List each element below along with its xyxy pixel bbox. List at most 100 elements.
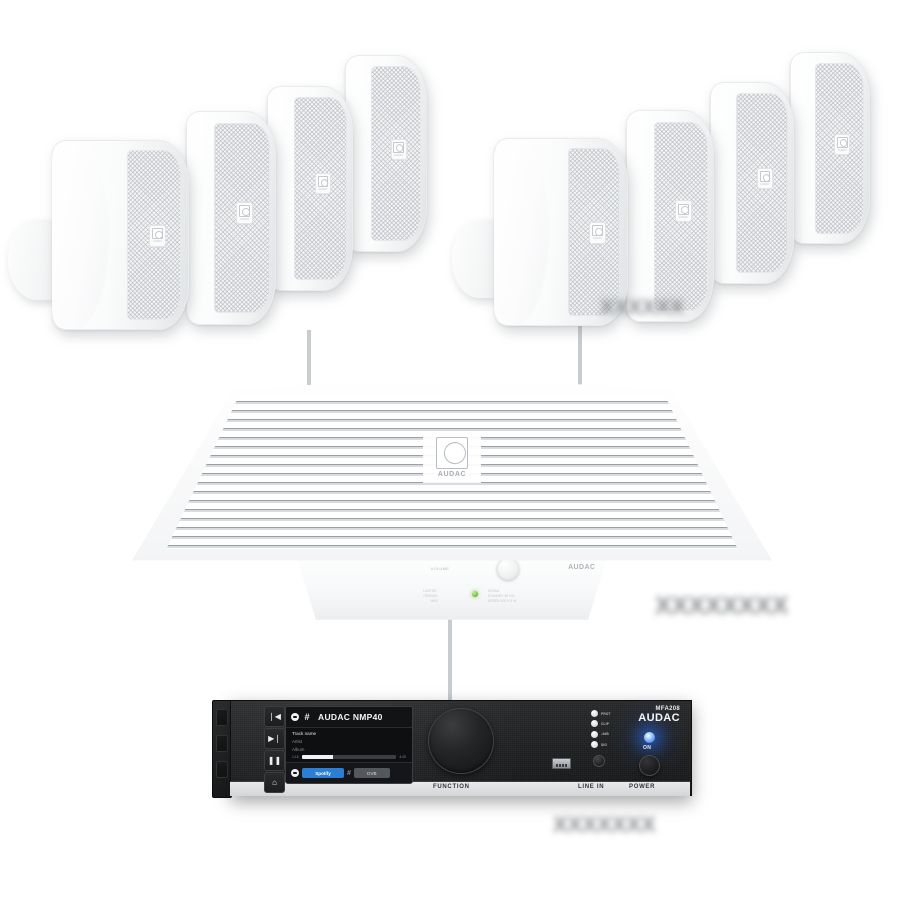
- sig-label: SIG: [601, 742, 608, 747]
- horn-text-standby: STANDBY 48 V/A: [487, 594, 515, 599]
- speaker-badge: AUDAC: [391, 139, 406, 159]
- audac-logo-icon: [152, 227, 164, 240]
- audac-logo-icon: [239, 205, 251, 217]
- speaker-badge: AUDAC: [237, 203, 253, 224]
- speaker-badge: AUDAC: [835, 134, 850, 154]
- time-elapsed: 1:16: [292, 754, 299, 759]
- next-track-button[interactable]: ▶❘: [264, 728, 285, 749]
- status-led-column: PROT CLIP -3dB SIG: [591, 710, 611, 749]
- speaker-badge: AUDAC: [315, 174, 330, 194]
- wall-speaker: AUDAC: [267, 86, 353, 291]
- speaker-group-right: AUDAC AUDAC AUDAC AU: [450, 30, 900, 360]
- source-icon: [291, 712, 299, 721]
- prot-led: [591, 710, 598, 717]
- amplifier-caption: XXXXXXX: [553, 812, 656, 837]
- speaker-cabinet-curve: [52, 141, 109, 329]
- function-knob[interactable]: [428, 708, 494, 774]
- horn-text-limiter: LIMITER: [423, 589, 437, 594]
- volume-knob[interactable]: [496, 557, 519, 580]
- source-chip-secondary[interactable]: DVB: [353, 768, 390, 779]
- horn-text-green: GREEN 100 V 6 W: [487, 599, 517, 604]
- wall-speaker: AUDAC: [626, 110, 714, 322]
- media-player-screen[interactable]: # AUDAC NMP40 Track name Artist Album 1:…: [285, 706, 413, 784]
- wall-speaker: AUDAC: [710, 82, 794, 284]
- progress-bar[interactable]: [301, 754, 397, 759]
- horn-speaker: VOLUME XXXXXX AUDAC LIMITER ORANGE MAX S…: [132, 380, 772, 620]
- horn-text-orange: ORANGE: [423, 594, 438, 599]
- amplifier-brand: MFA208 AUDAC: [638, 706, 680, 724]
- horn-text-signal: SIGNAL: [487, 589, 501, 594]
- source-chip-spotify[interactable]: Spotify: [302, 768, 344, 779]
- power-led: [644, 732, 655, 743]
- pause-button[interactable]: ❚❚: [264, 750, 285, 771]
- amplifier-brand-name: AUDAC: [638, 712, 680, 724]
- source-icon: [291, 769, 299, 778]
- wall-speaker: AUDAC: [186, 111, 276, 325]
- connector-right-speakers: [578, 310, 582, 388]
- time-total: 4:20: [399, 754, 406, 759]
- badge-label: AUDAC: [837, 148, 848, 152]
- amplifier: ❘◀ ▶❘ ❚❚ ⌂ # AUDAC NMP40 Track name Arti…: [212, 700, 692, 798]
- sig-led: [591, 741, 598, 749]
- power-on-label: ON: [643, 745, 652, 751]
- speaker-grille: [653, 121, 708, 311]
- power-button[interactable]: [639, 755, 660, 776]
- status-led-row: -3dB: [591, 730, 611, 738]
- wall-speaker: AUDAC: [790, 52, 870, 244]
- speaker-badge: AUDAC: [150, 225, 166, 246]
- connector-left-speakers: [307, 330, 311, 388]
- badge-label: AUDAC: [318, 188, 328, 192]
- screen-now-playing: Track name Artist Album 1:16 4:20: [286, 728, 412, 763]
- screen-header: # AUDAC NMP40: [286, 707, 412, 728]
- volume-label: VOLUME: [430, 566, 450, 572]
- horn-brand-name: AUDAC: [568, 563, 596, 571]
- artist-name: Artist: [292, 738, 303, 744]
- usb-port[interactable]: [552, 758, 571, 769]
- previous-track-button[interactable]: ❘◀: [264, 706, 285, 727]
- progress-row: 1:16 4:20: [292, 754, 406, 759]
- horn-text-max: MAX: [430, 599, 438, 604]
- prot-label: PROT: [601, 711, 611, 716]
- badge-label: AUDAC: [678, 216, 689, 220]
- speaker-badge: AUDAC: [590, 222, 606, 243]
- amplifier-bottom-rail: [230, 780, 690, 796]
- wall-speaker: AUDAC: [494, 138, 628, 326]
- rack-ear-slot: [216, 735, 228, 752]
- rack-ear-slot: [216, 761, 228, 778]
- wall-speaker: AUDAC: [345, 55, 427, 252]
- audac-logo-icon: [759, 170, 770, 183]
- audac-logo-icon: [317, 176, 329, 188]
- screen-title: AUDAC NMP40: [318, 711, 383, 722]
- transport-button-column: ❘◀ ▶❘ ❚❚ ⌂: [264, 706, 285, 793]
- connector-amplifier: [448, 615, 452, 700]
- line-in-jack[interactable]: [593, 755, 605, 767]
- rack-ear-left: [212, 700, 232, 798]
- screen-footer: Spotify # DVB: [286, 762, 412, 783]
- audac-logo-icon: [592, 224, 604, 237]
- speaker-badge: AUDAC: [676, 201, 692, 222]
- audac-logo: AUDAC: [423, 431, 481, 484]
- power-label: POWER: [629, 784, 656, 790]
- audac-logo-icon: [837, 136, 848, 148]
- audac-logo-label: AUDAC: [437, 470, 467, 478]
- speaker-badge: AUDAC: [757, 169, 772, 188]
- audac-logo-icon: [393, 141, 404, 153]
- status-led-row: CLIP: [591, 720, 611, 728]
- status-led-green: [471, 591, 478, 598]
- badge-label: AUDAC: [592, 237, 603, 241]
- clip-label: CLIP: [601, 721, 610, 726]
- horn-speaker-caption: XXXXXXXX: [655, 592, 789, 620]
- speaker-group-right-caption: XXXXXX: [600, 296, 685, 319]
- status-led-row: PROT: [591, 710, 611, 717]
- speaker-cabinet-curve: [494, 139, 550, 325]
- minus3db-label: -3dB: [601, 732, 609, 737]
- horn-speaker-shell: AUDAC: [132, 380, 772, 561]
- speaker-group-left: AUDAC AUDAC AUDAC: [0, 30, 450, 360]
- badge-label: AUDAC: [394, 153, 404, 157]
- badge-label: AUDAC: [760, 183, 770, 187]
- amplifier-model: MFA208: [655, 706, 680, 712]
- rack-ear-slot: [216, 709, 228, 726]
- home-button[interactable]: ⌂: [264, 772, 285, 793]
- horn-speaker-base: VOLUME XXXXXX AUDAC LIMITER ORANGE MAX S…: [294, 549, 610, 620]
